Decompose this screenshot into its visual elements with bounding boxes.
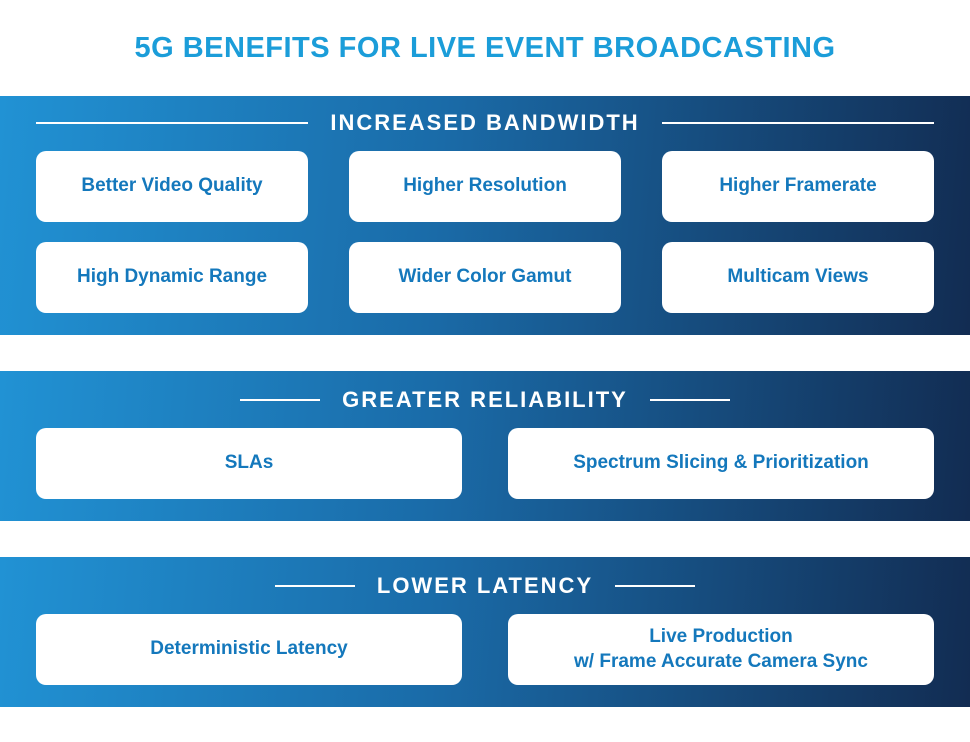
benefit-card-grid: SLAs Spectrum Slicing & Prioritization bbox=[36, 428, 934, 499]
section-increased-bandwidth: INCREASED BANDWIDTH Better Video Quality… bbox=[0, 96, 970, 335]
heading-rule-left bbox=[36, 122, 309, 124]
card-spectrum-slicing-prioritization: Spectrum Slicing & Prioritization bbox=[508, 428, 934, 499]
section-gap bbox=[0, 521, 970, 557]
heading-rule-right bbox=[661, 122, 935, 124]
heading-rule-left bbox=[240, 399, 321, 401]
card-live-production-camera-sync: Live Production w/ Frame Accurate Camera… bbox=[508, 614, 934, 685]
card-slas: SLAs bbox=[36, 428, 462, 499]
card-high-dynamic-range: High Dynamic Range bbox=[36, 242, 308, 313]
infographic: 5G BENEFITS FOR LIVE EVENT BROADCASTING … bbox=[0, 0, 970, 707]
section-gap bbox=[0, 335, 970, 371]
page-title: 5G BENEFITS FOR LIVE EVENT BROADCASTING bbox=[134, 31, 836, 64]
heading-rule-right bbox=[649, 399, 730, 401]
benefit-card-grid: Better Video Quality Higher Resolution H… bbox=[36, 151, 934, 313]
section-heading-row: INCREASED BANDWIDTH bbox=[36, 110, 935, 136]
section-heading-text: LOWER LATENCY bbox=[376, 573, 594, 598]
section-heading-row: LOWER LATENCY bbox=[36, 573, 934, 599]
benefit-card-grid: Deterministic Latency Live Production w/… bbox=[36, 614, 934, 685]
title-bar: 5G BENEFITS FOR LIVE EVENT BROADCASTING bbox=[0, 0, 970, 96]
section-heading-text: INCREASED BANDWIDTH bbox=[330, 110, 640, 135]
heading-rule-left bbox=[274, 585, 355, 587]
card-higher-resolution: Higher Resolution bbox=[349, 151, 621, 222]
section-lower-latency: LOWER LATENCY Deterministic Latency Live… bbox=[0, 557, 970, 707]
card-better-video-quality: Better Video Quality bbox=[36, 151, 308, 222]
section-heading-text: GREATER RELIABILITY bbox=[342, 387, 628, 412]
section-greater-reliability: GREATER RELIABILITY SLAs Spectrum Slicin… bbox=[0, 371, 970, 521]
card-deterministic-latency: Deterministic Latency bbox=[36, 614, 462, 685]
heading-rule-right bbox=[615, 585, 696, 587]
card-higher-framerate: Higher Framerate bbox=[662, 151, 934, 222]
card-wider-color-gamut: Wider Color Gamut bbox=[349, 242, 621, 313]
card-multicam-views: Multicam Views bbox=[662, 242, 934, 313]
section-heading-row: GREATER RELIABILITY bbox=[36, 387, 934, 413]
